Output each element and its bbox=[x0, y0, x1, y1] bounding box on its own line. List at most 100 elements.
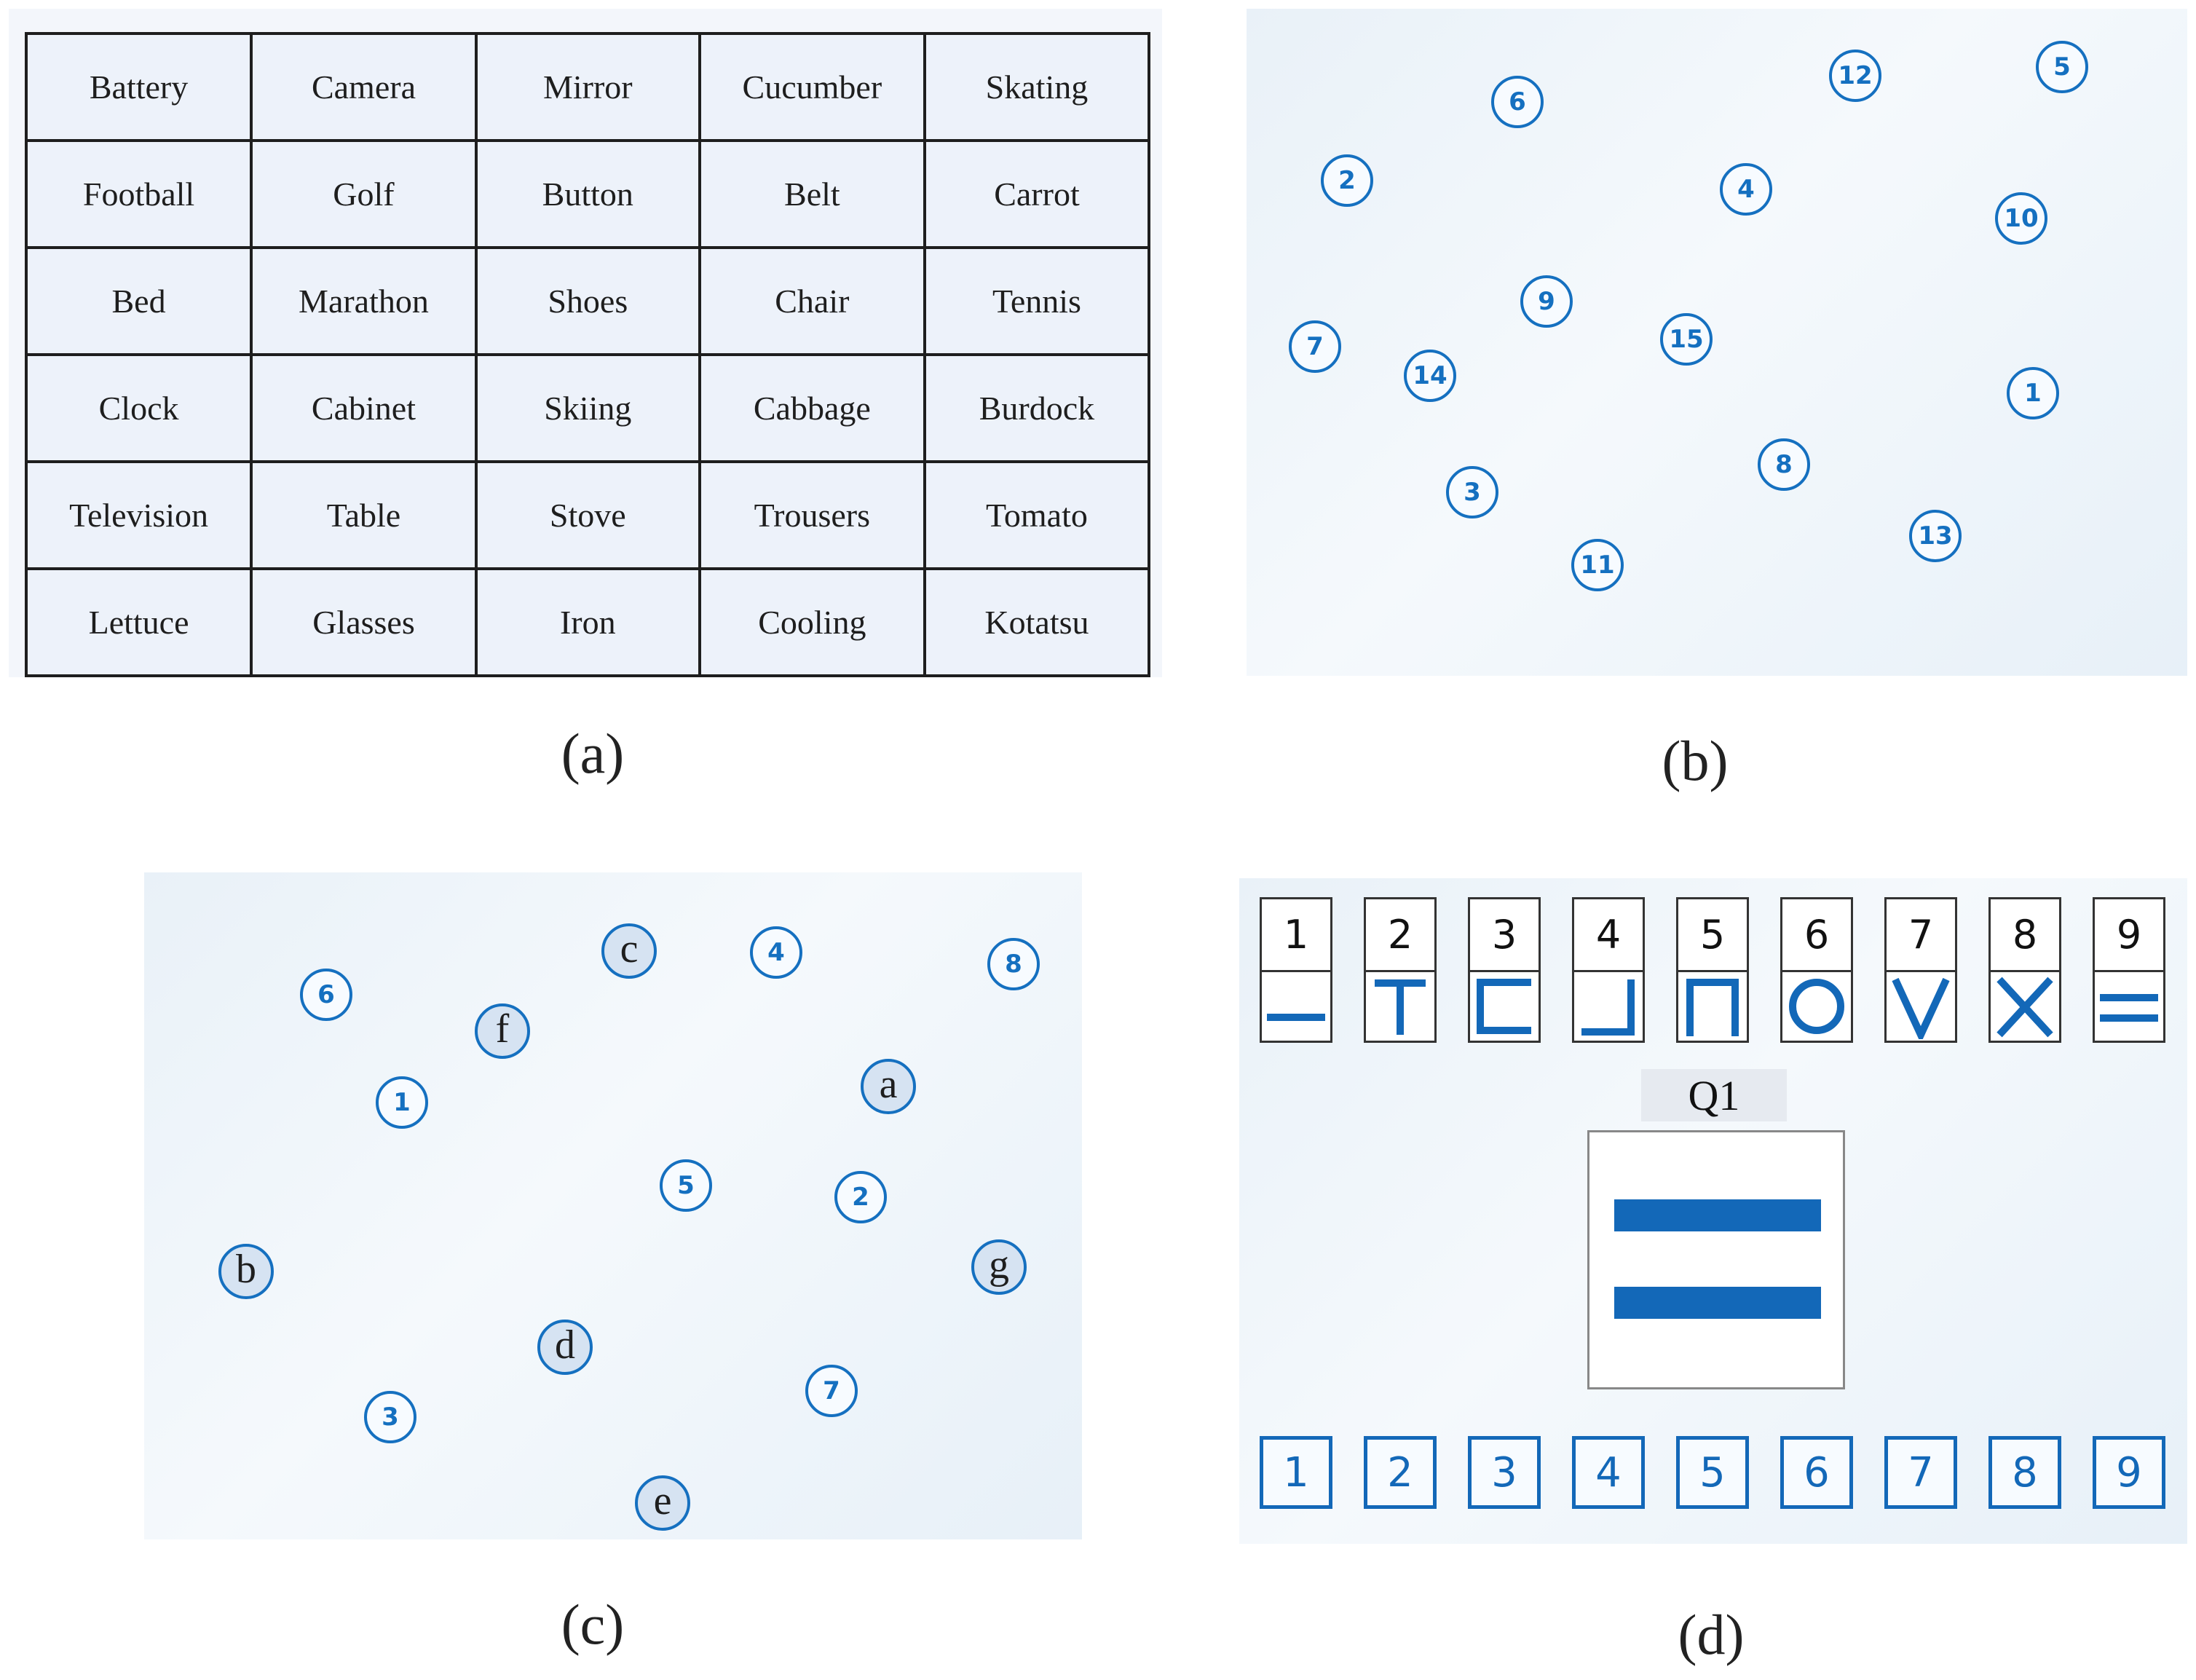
key-cell-6: 6 bbox=[1780, 897, 1853, 1043]
trail-target-4[interactable]: 4 bbox=[1720, 163, 1772, 216]
answer-button-8[interactable]: 8 bbox=[1988, 1436, 2061, 1509]
trail-number-7[interactable]: 7 bbox=[805, 1365, 858, 1417]
table-cell: Skiing bbox=[474, 353, 701, 463]
question-symbol-box bbox=[1587, 1130, 1845, 1389]
key-cell-9: 9 bbox=[2093, 897, 2165, 1043]
trail-target-14[interactable]: 14 bbox=[1404, 350, 1456, 402]
trail-number-4[interactable]: 4 bbox=[750, 926, 802, 979]
answer-button-5[interactable]: 5 bbox=[1676, 1436, 1749, 1509]
trail-target-15[interactable]: 15 bbox=[1660, 313, 1713, 366]
table-cell: Belt bbox=[698, 139, 926, 249]
pi-shape-icon bbox=[1678, 972, 1747, 1041]
key-number: 1 bbox=[1262, 899, 1330, 972]
key-cell-4: 4 bbox=[1572, 897, 1645, 1043]
key-cell-8: 8 bbox=[1988, 897, 2061, 1043]
trail-letter-f[interactable]: f bbox=[475, 1003, 530, 1059]
table-cell: Camera bbox=[250, 32, 478, 142]
trail-target-2[interactable]: 2 bbox=[1321, 154, 1373, 207]
table-cell: Cooling bbox=[698, 567, 926, 677]
trail-letter-a[interactable]: a bbox=[861, 1059, 916, 1114]
v-shape-icon bbox=[1887, 972, 1955, 1041]
answer-button-9[interactable]: 9 bbox=[2093, 1436, 2165, 1509]
trail-target-9[interactable]: 9 bbox=[1520, 275, 1573, 328]
table-row: Lettuce Glasses Iron Cooling Kotatsu bbox=[24, 567, 1151, 677]
table-row: Bed Marathon Shoes Chair Tennis bbox=[24, 246, 1151, 356]
answer-button-4[interactable]: 4 bbox=[1572, 1436, 1645, 1509]
trail-target-10[interactable]: 10 bbox=[1995, 192, 2047, 245]
table-cell: Skating bbox=[923, 32, 1151, 142]
caption-c: (c) bbox=[561, 1593, 625, 1656]
trail-letter-b[interactable]: b bbox=[218, 1244, 274, 1299]
key-number: 2 bbox=[1366, 899, 1434, 972]
table-cell: Lettuce bbox=[24, 567, 253, 677]
trail-number-1[interactable]: 1 bbox=[376, 1076, 428, 1129]
answer-button-3[interactable]: 3 bbox=[1468, 1436, 1541, 1509]
trail-target-12[interactable]: 12 bbox=[1829, 50, 1881, 102]
answer-button-2[interactable]: 2 bbox=[1364, 1436, 1437, 1509]
key-cell-3: 3 bbox=[1468, 897, 1541, 1043]
table-cell: Cucumber bbox=[698, 32, 926, 142]
trail-target-8[interactable]: 8 bbox=[1758, 438, 1810, 491]
table-cell: Golf bbox=[250, 139, 478, 249]
trail-target-13[interactable]: 13 bbox=[1909, 510, 1962, 562]
caption-b: (b) bbox=[1662, 729, 1729, 792]
trail-target-1[interactable]: 1 bbox=[2007, 367, 2059, 419]
key-number: 8 bbox=[1991, 899, 2059, 972]
key-cell-5: 5 bbox=[1676, 897, 1749, 1043]
trail-target-5[interactable]: 5 bbox=[2036, 41, 2088, 93]
table-cell: Battery bbox=[24, 32, 253, 142]
key-number: 9 bbox=[2095, 899, 2163, 972]
trail-target-3[interactable]: 3 bbox=[1446, 466, 1498, 518]
table-cell: Carrot bbox=[923, 139, 1151, 249]
table-cell: Stove bbox=[474, 460, 701, 570]
x-shape-icon bbox=[1991, 972, 2059, 1041]
key-cell-7: 7 bbox=[1884, 897, 1957, 1043]
key-cell-2: 2 bbox=[1364, 897, 1437, 1043]
key-number: 7 bbox=[1887, 899, 1955, 972]
table-cell: Football bbox=[24, 139, 253, 249]
table-cell: Television bbox=[24, 460, 253, 570]
trail-number-3[interactable]: 3 bbox=[364, 1391, 416, 1443]
table-row: Football Golf Button Belt Carrot bbox=[24, 139, 1151, 249]
symbol-digit-panel: 1 2 3 4 5 6 7 bbox=[1239, 878, 2187, 1544]
answer-button-7[interactable]: 7 bbox=[1884, 1436, 1957, 1509]
table-row: Clock Cabinet Skiing Cabbage Burdock bbox=[24, 353, 1151, 463]
key-cell-1: 1 bbox=[1260, 897, 1332, 1043]
caption-a: (a) bbox=[561, 722, 625, 785]
trail-number-6[interactable]: 6 bbox=[300, 969, 352, 1021]
trail-number-5[interactable]: 5 bbox=[660, 1159, 712, 1212]
table-cell: Bed bbox=[24, 246, 253, 356]
trail-target-11[interactable]: 11 bbox=[1571, 539, 1624, 591]
table-cell: Marathon bbox=[250, 246, 478, 356]
table-cell: Kotatsu bbox=[923, 567, 1151, 677]
corner-bottom-right-icon bbox=[1574, 972, 1643, 1041]
bracket-left-icon bbox=[1470, 972, 1539, 1041]
answer-button-1[interactable]: 1 bbox=[1260, 1436, 1332, 1509]
table-cell: Mirror bbox=[474, 32, 701, 142]
trail-number-2[interactable]: 2 bbox=[834, 1171, 887, 1223]
key-number: 3 bbox=[1470, 899, 1539, 972]
caption-d: (d) bbox=[1678, 1603, 1745, 1666]
table-cell: Tomato bbox=[923, 460, 1151, 570]
question-label: Q1 bbox=[1641, 1069, 1787, 1121]
table-cell: Cabbage bbox=[698, 353, 926, 463]
trail-letter-g[interactable]: g bbox=[971, 1239, 1027, 1295]
answer-button-6[interactable]: 6 bbox=[1780, 1436, 1853, 1509]
table-cell: Table bbox=[250, 460, 478, 570]
trail-number-8[interactable]: 8 bbox=[987, 938, 1040, 990]
trail-letter-e[interactable]: e bbox=[635, 1475, 690, 1531]
trail-target-6[interactable]: 6 bbox=[1491, 76, 1544, 128]
trail-letter-c[interactable]: c bbox=[601, 923, 657, 979]
trail-target-7[interactable]: 7 bbox=[1289, 320, 1341, 373]
table-cell: Tennis bbox=[923, 246, 1151, 356]
table-cell: Shoes bbox=[474, 246, 701, 356]
word-table-panel: Battery Camera Mirror Cucumber Skating F… bbox=[9, 9, 1162, 677]
table-cell: Trousers bbox=[698, 460, 926, 570]
double-bar-icon bbox=[2095, 972, 2163, 1041]
table-cell: Button bbox=[474, 139, 701, 249]
table-cell: Burdock bbox=[923, 353, 1151, 463]
word-table: Battery Camera Mirror Cucumber Skating F… bbox=[24, 32, 1151, 677]
trail-mixed-panel: 1 2 3 4 5 6 7 8 a b c d e f g bbox=[144, 872, 1082, 1539]
trail-letter-d[interactable]: d bbox=[537, 1320, 593, 1375]
key-number: 4 bbox=[1574, 899, 1643, 972]
